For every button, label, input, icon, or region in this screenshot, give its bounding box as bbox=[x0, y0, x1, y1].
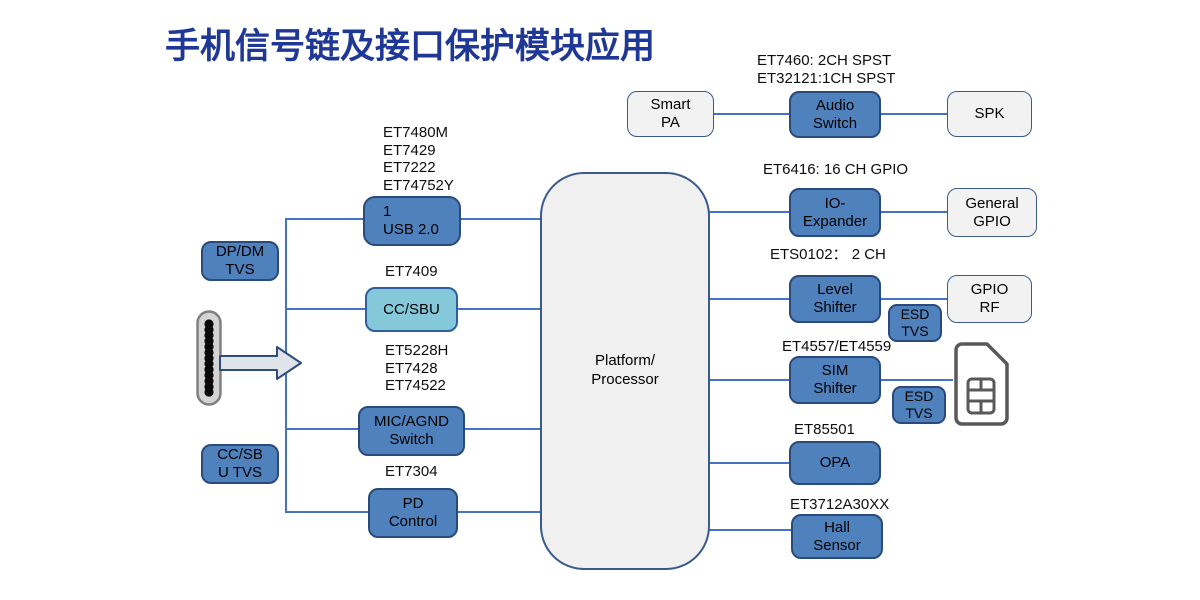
sim-shifter-box: SIM Shifter bbox=[789, 356, 881, 404]
usb2-box: 1 USB 2.0 bbox=[363, 196, 461, 246]
platform-processor-box: Platform/ Processor bbox=[540, 172, 710, 570]
mic-agnd-switch-box: MIC/AGND Switch bbox=[358, 406, 465, 456]
opa-part-number: ET85501 bbox=[794, 421, 855, 438]
level-line-left bbox=[708, 298, 789, 300]
mic-part-numbers: ET5228H ET7428 ET74522 bbox=[385, 342, 449, 394]
spk-box: SPK bbox=[947, 91, 1032, 137]
sim-card-icon bbox=[952, 341, 1010, 427]
usb-c-connector-icon bbox=[196, 310, 222, 406]
audio-switch-box: Audio Switch bbox=[789, 91, 881, 138]
gpio-rf-box: GPIO RF bbox=[947, 275, 1032, 323]
audio-part-numbers: ET7460: 2CH SPST ET32121:1CH SPST bbox=[757, 52, 896, 87]
sim-part-number: ET4557/ET4559 bbox=[782, 338, 892, 355]
sim-line-right bbox=[881, 379, 953, 381]
level-line-right bbox=[881, 298, 947, 300]
dpdm-tvs-box: DP/DM TVS bbox=[201, 241, 279, 281]
sim-line-left bbox=[708, 379, 789, 381]
esd-tvs-box-sim: ESD TVS bbox=[892, 386, 946, 424]
audio-spk-line bbox=[881, 113, 947, 115]
level-shifter-box: Level Shifter bbox=[789, 275, 881, 323]
opa-box: OPA bbox=[789, 441, 881, 485]
right-arrow-icon bbox=[219, 345, 303, 381]
level-part-number: ETS0102： 2 CH bbox=[770, 246, 886, 263]
opa-line bbox=[708, 462, 789, 464]
pd-control-box: PD Control bbox=[368, 488, 458, 538]
ccsbu-part-number: ET7409 bbox=[385, 263, 438, 280]
esd-tvs-box-level: ESD TVS bbox=[888, 304, 942, 342]
ccsb-tvs-box: CC/SB U TVS bbox=[201, 444, 279, 484]
hall-sensor-box: Hall Sensor bbox=[791, 514, 883, 559]
ccsbu-box: CC/SBU bbox=[365, 287, 458, 332]
hall-part-number: ET3712A30XX bbox=[790, 496, 890, 513]
smart-pa-box: Smart PA bbox=[627, 91, 714, 137]
io-line-right bbox=[881, 211, 947, 213]
io-expander-box: IO- Expander bbox=[789, 188, 881, 237]
general-gpio-box: General GPIO bbox=[947, 188, 1037, 237]
pd-part-number: ET7304 bbox=[385, 463, 438, 480]
usb-part-numbers: ET7480M ET7429 ET7222 ET74752Y bbox=[383, 124, 454, 194]
smartpa-audio-line bbox=[714, 113, 789, 115]
hall-line bbox=[702, 529, 791, 531]
page-title: 手机信号链及接口保护模块应用 bbox=[165, 27, 656, 66]
io-part-number: ET6416: 16 CH GPIO bbox=[763, 161, 909, 178]
io-line-left bbox=[708, 211, 789, 213]
